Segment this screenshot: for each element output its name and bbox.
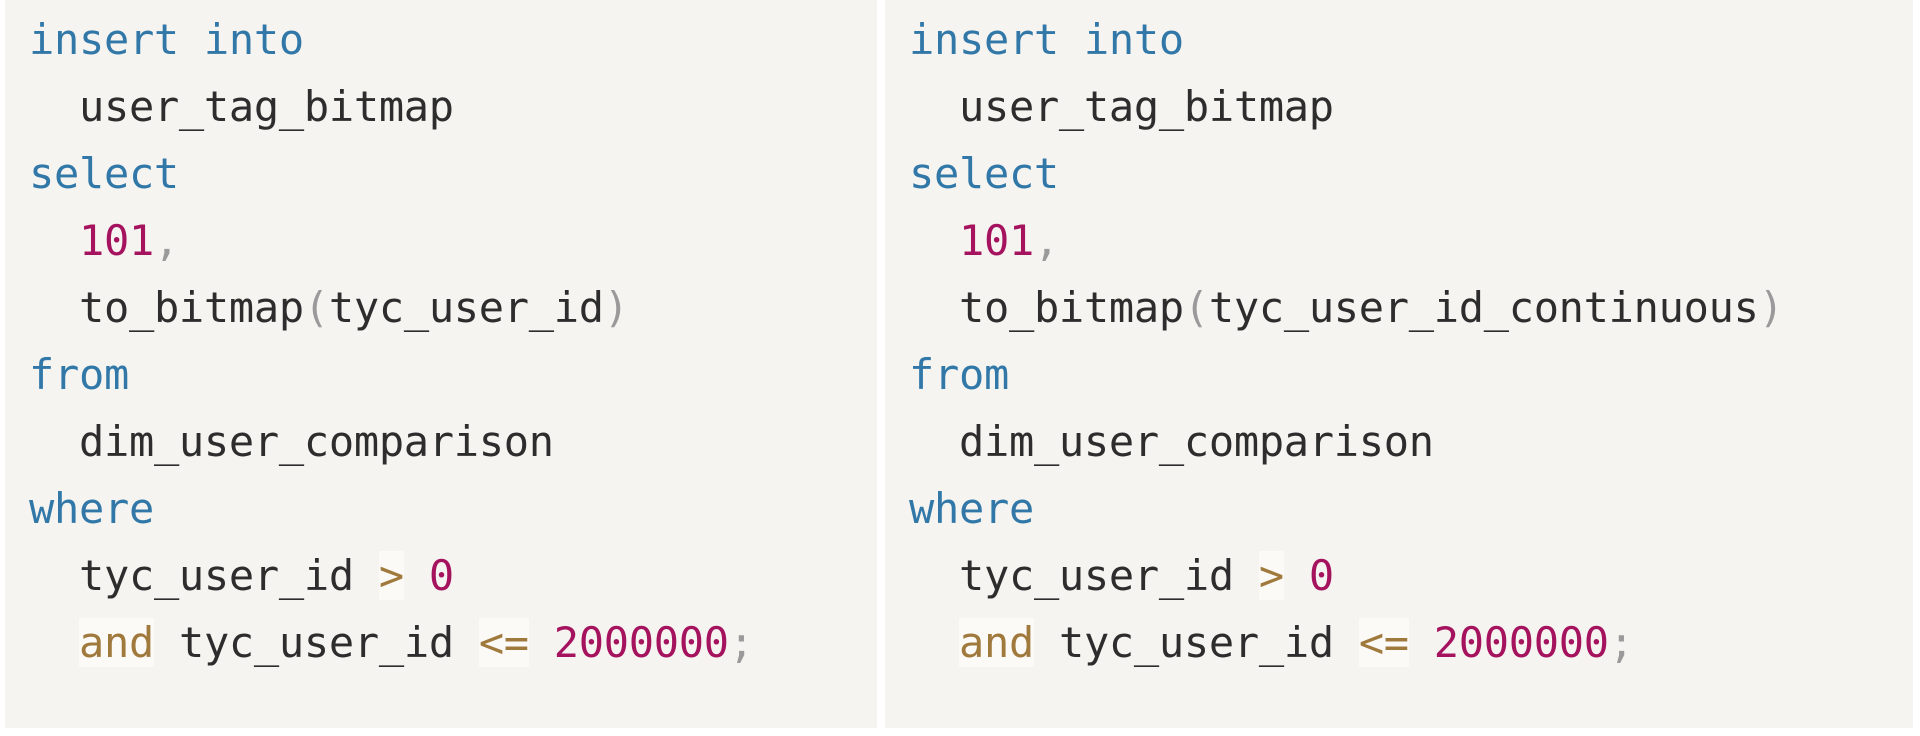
code-line: to_bitmap(tyc_user_id) [5, 274, 877, 341]
code-indent [29, 274, 79, 341]
code-token-op: > [1258, 551, 1284, 600]
code-token-punc: ( [1183, 283, 1209, 332]
code-token-id: dim_user_comparison [958, 417, 1434, 466]
code-token-sp [1409, 618, 1434, 667]
code-line: from [5, 341, 877, 408]
code-token-sp [1034, 618, 1059, 667]
code-indent [909, 73, 959, 140]
code-line: select [5, 140, 877, 207]
code-token-num: 101 [78, 216, 154, 265]
code-token-punc: , [153, 216, 179, 265]
code-token-id: tyc_user_id [328, 283, 604, 332]
code-token-kw: from [29, 350, 129, 399]
code-token-id: tyc_user_id_continuous [1208, 283, 1759, 332]
code-line: dim_user_comparison [5, 408, 877, 475]
code-line: where [885, 475, 1913, 542]
code-token-sp [1059, 15, 1084, 64]
code-line: insert into [885, 6, 1913, 73]
code-token-id: tyc_user_id [178, 618, 454, 667]
code-line: to_bitmap(tyc_user_id_continuous) [885, 274, 1913, 341]
panel-divider [877, 0, 885, 736]
code-token-kwand: and [958, 618, 1034, 667]
code-indent [909, 408, 959, 475]
code-token-sp [354, 551, 379, 600]
code-indent [909, 542, 959, 609]
code-token-sp [454, 618, 479, 667]
code-line: user_tag_bitmap [5, 73, 877, 140]
code-token-sp [179, 15, 204, 64]
code-token-num: 2000000 [1433, 618, 1609, 667]
code-line: 101, [885, 207, 1913, 274]
code-line: and tyc_user_id <= 2000000; [885, 609, 1913, 676]
code-token-id: user_tag_bitmap [958, 82, 1334, 131]
code-token-punc: ; [1608, 618, 1634, 667]
code-token-kw: select [29, 149, 179, 198]
code-token-num: 0 [1308, 551, 1334, 600]
code-line: insert into [5, 6, 877, 73]
code-line: select [885, 140, 1913, 207]
code-line: from [885, 341, 1913, 408]
code-line: and tyc_user_id <= 2000000; [5, 609, 877, 676]
code-token-op: > [378, 551, 404, 600]
code-token-sp [404, 551, 429, 600]
code-line: user_tag_bitmap [885, 73, 1913, 140]
code-token-kw: into [1083, 15, 1184, 64]
code-indent [29, 73, 79, 140]
code-token-punc: ; [728, 618, 754, 667]
code-indent [909, 207, 959, 274]
code-token-kw: select [909, 149, 1059, 198]
code-token-op: <= [478, 618, 529, 667]
code-token-kw: from [909, 350, 1009, 399]
code-token-kwand: and [78, 618, 154, 667]
code-indent [29, 207, 79, 274]
code-token-id: dim_user_comparison [78, 417, 554, 466]
code-token-kw: into [203, 15, 304, 64]
code-token-sp [154, 618, 179, 667]
code-token-id: tyc_user_id [78, 551, 354, 600]
code-indent [909, 274, 959, 341]
code-token-fn: to_bitmap [78, 283, 304, 332]
code-token-punc: ) [1758, 283, 1784, 332]
code-token-sp [1234, 551, 1259, 600]
code-token-id: tyc_user_id [958, 551, 1234, 600]
code-token-punc: ) [603, 283, 629, 332]
code-token-punc: , [1033, 216, 1059, 265]
code-token-sp [529, 618, 554, 667]
code-token-fn: to_bitmap [958, 283, 1184, 332]
code-indent [29, 542, 79, 609]
code-token-punc: ( [303, 283, 329, 332]
code-token-sp [1284, 551, 1309, 600]
code-indent [909, 609, 959, 676]
code-token-kw: insert [29, 15, 179, 64]
code-indent [29, 408, 79, 475]
code-indent [29, 609, 79, 676]
code-token-id: tyc_user_id [1058, 618, 1334, 667]
code-token-num: 2000000 [553, 618, 729, 667]
code-line: tyc_user_id > 0 [5, 542, 877, 609]
code-line: where [5, 475, 877, 542]
code-token-num: 0 [428, 551, 454, 600]
code-line: dim_user_comparison [885, 408, 1913, 475]
code-token-kw: where [909, 484, 1034, 533]
code-line: 101, [5, 207, 877, 274]
right-margin-spacer [1913, 0, 1920, 736]
code-token-kw: where [29, 484, 154, 533]
code-token-sp [1334, 618, 1359, 667]
code-token-num: 101 [958, 216, 1034, 265]
code-token-op: <= [1358, 618, 1409, 667]
code-line: tyc_user_id > 0 [885, 542, 1913, 609]
code-token-id: user_tag_bitmap [78, 82, 454, 131]
code-token-kw: insert [909, 15, 1059, 64]
